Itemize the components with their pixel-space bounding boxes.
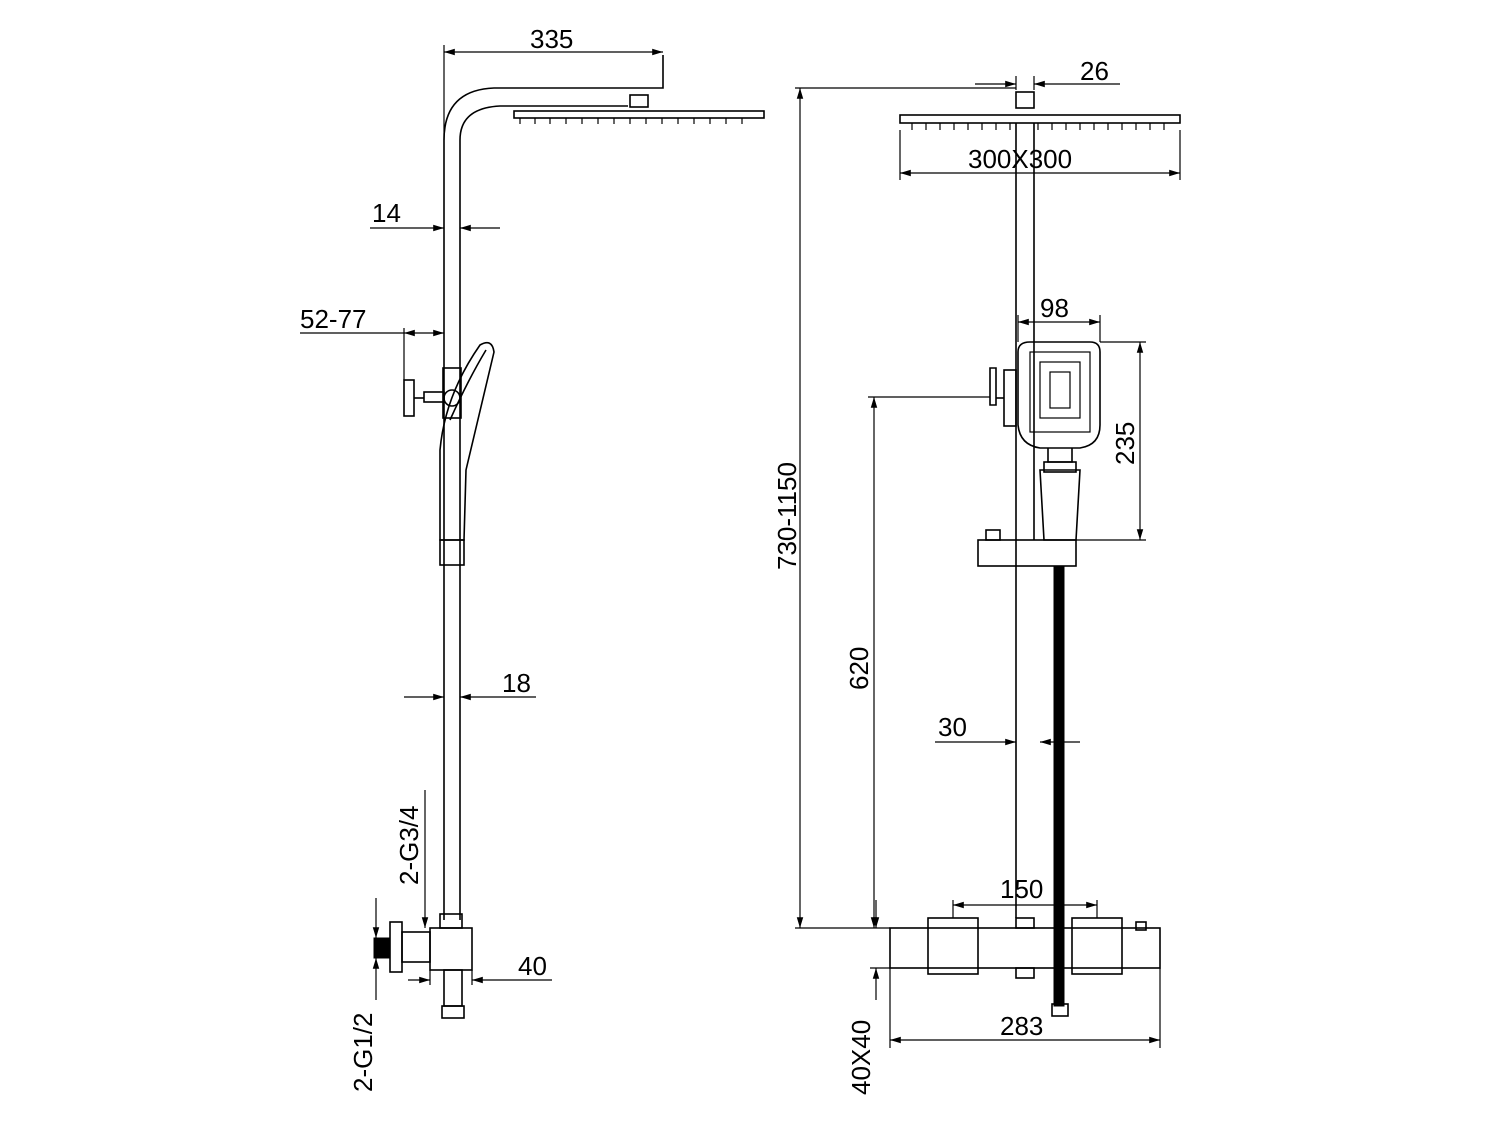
riser-pipe-side xyxy=(443,55,664,920)
valve-side xyxy=(373,913,473,1019)
hand-shower-side xyxy=(403,341,495,566)
dim-inlet-lower: 2-G1/2 xyxy=(348,1013,378,1093)
dim-center-distance: 150 xyxy=(1000,874,1043,904)
dim-arm-length: 335 xyxy=(530,24,573,54)
dim-rail-spacing: 30 xyxy=(938,712,967,742)
dim-inlet-upper: 2-G3/4 xyxy=(394,806,424,886)
dim-head-size: 300X300 xyxy=(968,144,1072,174)
dim-hand-length: 235 xyxy=(1110,422,1140,465)
dim-holder-height: 620 xyxy=(844,647,874,690)
side-view: 335 14 52-77 18 2-G3/4 2-G1/2 40 xyxy=(300,24,765,1093)
dim-total-height: 730-1150 xyxy=(772,462,802,570)
shower-head-front xyxy=(899,91,1181,130)
shower-head-side xyxy=(513,94,765,124)
hose-front xyxy=(1051,565,1069,1017)
hand-shower-front xyxy=(989,341,1101,541)
dim-body-section: 40X40 xyxy=(846,1020,876,1095)
slide-bar-front xyxy=(977,539,1077,567)
dim-valve-depth: 40 xyxy=(518,951,547,981)
riser-pipe-front xyxy=(1015,123,1035,918)
dim-hand-width: 98 xyxy=(1040,293,1069,323)
dim-pipe-top: 14 xyxy=(372,198,401,228)
dim-head-neck: 26 xyxy=(1080,56,1109,86)
dim-body-length: 283 xyxy=(1000,1011,1043,1041)
front-view: 26 300X300 98 235 730-1150 620 30 1 xyxy=(772,56,1181,1095)
dim-pipe-lower: 18 xyxy=(502,668,531,698)
dim-holder-range: 52-77 xyxy=(300,304,367,334)
thermostat-body-front xyxy=(889,917,1161,979)
